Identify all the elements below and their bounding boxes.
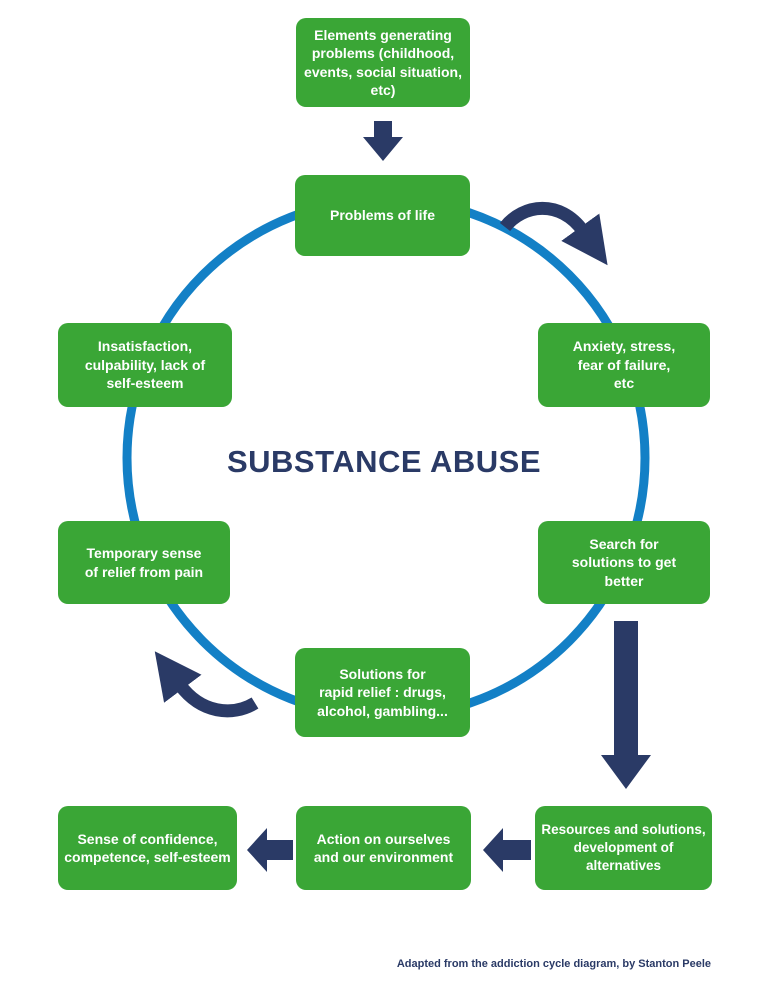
arrow-left-resources-action-icon — [483, 828, 531, 872]
node-problems-of-life: Problems of life — [295, 175, 470, 256]
node-solutions-rapid-relief: Solutions for rapid relief : drugs, alco… — [295, 648, 470, 737]
arrow-curve-left-icon — [154, 651, 259, 718]
arrow-left-action-sense-icon — [247, 828, 293, 872]
node-elements-label: Elements generating problems (childhood,… — [304, 26, 462, 98]
node-sense-label: Sense of confidence, competence, self-es… — [64, 830, 231, 865]
node-insatisfaction-culpability: Insatisfaction, culpability, lack of sel… — [58, 323, 232, 407]
diagram-title: SUBSTANCE ABUSE — [226, 444, 542, 479]
node-action-label: Action on ourselves and our environment — [313, 830, 454, 865]
node-temporary-label: Temporary sense of relief from pain — [84, 545, 204, 580]
node-problems-label: Problems of life — [329, 207, 436, 224]
node-action-on-ourselves: Action on ourselves and our environment — [296, 806, 471, 890]
node-search-for-solutions: Search for solutions to get better — [538, 521, 710, 604]
diagram-caption: Adapted from the addiction cycle diagram… — [396, 958, 711, 970]
node-search-label: Search for solutions to get better — [571, 535, 677, 589]
node-temporary-relief: Temporary sense of relief from pain — [58, 521, 230, 604]
node-anxiety-stress: Anxiety, stress, fear of failure, etc — [538, 323, 710, 407]
node-resources-label: Resources and solutions, development of … — [541, 822, 706, 873]
arrow-down-right-icon — [601, 621, 651, 789]
node-elements-generating-problems: Elements generating problems (childhood,… — [296, 18, 470, 107]
node-insatisfaction-label: Insatisfaction, culpability, lack of sel… — [84, 338, 206, 392]
arrow-curve-right-icon — [499, 202, 608, 266]
node-anxiety-label: Anxiety, stress, fear of failure, etc — [572, 338, 676, 392]
node-resources-solutions: Resources and solutions, development of … — [535, 806, 712, 890]
arrow-down-top-icon — [363, 121, 403, 161]
node-sense-of-confidence: Sense of confidence, competence, self-es… — [58, 806, 237, 890]
node-solutions-label: Solutions for rapid relief : drugs, alco… — [317, 665, 448, 719]
